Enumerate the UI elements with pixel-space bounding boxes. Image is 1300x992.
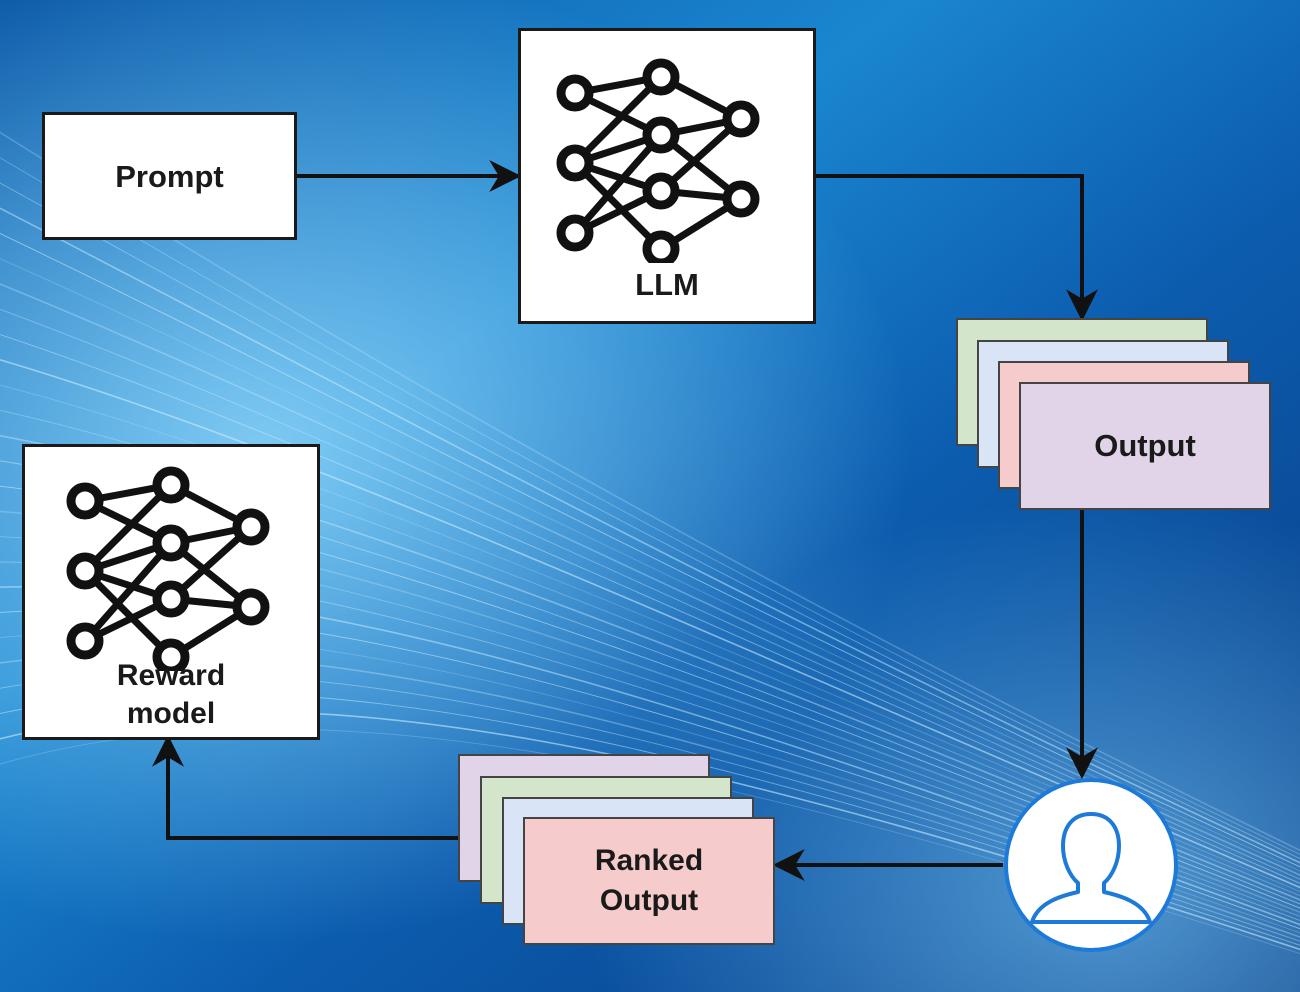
output-label: Output — [1094, 428, 1196, 463]
neural-network-icon — [556, 58, 760, 263]
llm-label: LLM — [635, 267, 699, 302]
neural-network-icon — [66, 466, 270, 671]
reward-model-label-line1: Reward — [116, 659, 226, 692]
ranked-output-label-line1: Ranked — [594, 844, 704, 877]
reward-model-box: Reward model — [22, 444, 320, 740]
prompt-box: Prompt — [42, 112, 297, 240]
prompt-label: Prompt — [115, 159, 224, 194]
reward-model-label-line2: model — [126, 697, 216, 730]
human-evaluator — [1004, 778, 1178, 952]
ranked-output-label-line2: Output — [599, 884, 699, 917]
output-card-purple: Output — [1019, 382, 1271, 510]
ranked-card-red: Ranked Output — [523, 817, 775, 945]
llm-box: LLM — [518, 28, 816, 324]
user-icon — [1030, 812, 1152, 924]
